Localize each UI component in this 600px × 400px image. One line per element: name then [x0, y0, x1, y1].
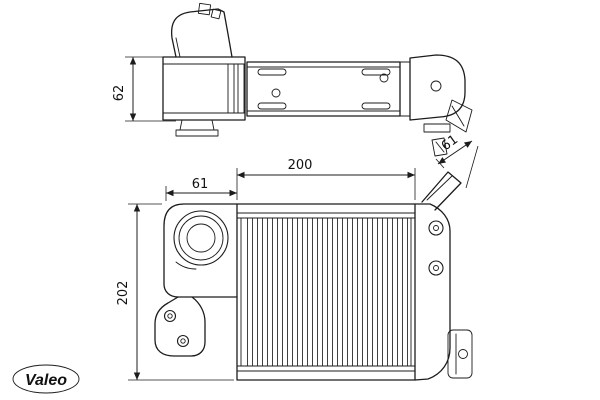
top-view-right-tank	[409, 54, 466, 121]
top-view-drawing: 62	[112, 2, 473, 157]
top-view-left-bracket	[179, 119, 215, 131]
front-view-outlet-duct	[421, 171, 462, 211]
dimension-202: 202	[116, 203, 234, 381]
front-view-right-tab	[447, 329, 473, 379]
brand-logo-text: Valeo	[25, 372, 67, 389]
dimension-label: 62	[112, 85, 127, 102]
front-view-left-tank	[163, 203, 238, 298]
top-view-duct-tab	[197, 2, 212, 16]
front-view-left-bracket	[154, 296, 206, 357]
top-view-left-flange	[162, 56, 246, 121]
brand-logo-ellipse	[12, 364, 80, 394]
core-fins	[244, 218, 408, 366]
dimension-label: 200	[288, 158, 313, 173]
top-view-core	[246, 61, 401, 117]
dimension-62: 62	[112, 56, 176, 122]
front-view-core	[236, 203, 416, 381]
inlet-port	[173, 210, 229, 266]
top-view-inlet-duct	[170, 8, 233, 58]
dimension-61-left: 61	[165, 177, 237, 201]
dimension-label: 202	[116, 281, 131, 306]
top-view-right-bracket	[445, 99, 473, 133]
front-view-drawing: 200 61 202 61	[116, 132, 479, 381]
dimension-label: 61	[192, 177, 209, 192]
brand-logo: Valeo	[12, 364, 80, 394]
dimension-200: 200	[236, 158, 416, 200]
